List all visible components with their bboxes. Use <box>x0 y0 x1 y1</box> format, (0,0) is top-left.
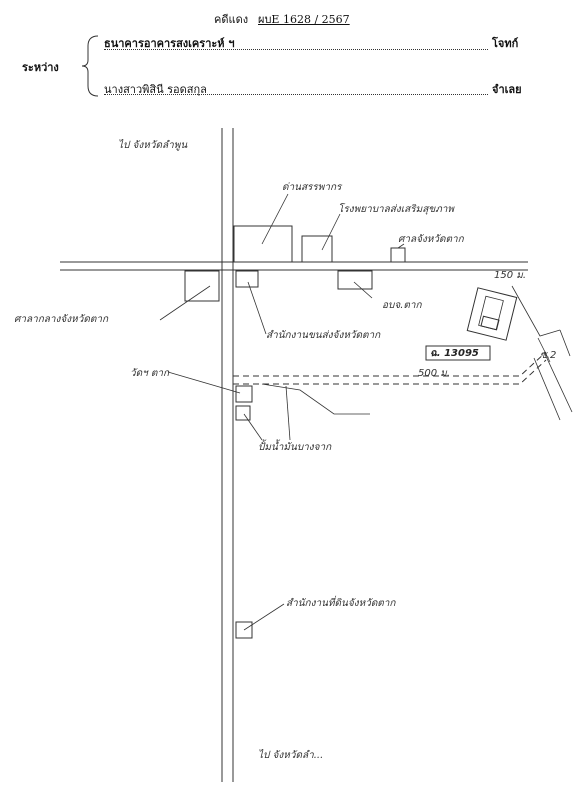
landmark-top-right-1: ด่านสรรพากร <box>282 182 342 193</box>
label-to-upper: ไป จังหวัดลำพูน <box>118 140 188 151</box>
defendant-name: นางสาวพิสินี รอดสกุล <box>104 83 207 96</box>
building-5 <box>235 270 259 288</box>
landmark-office: สำนักงานขนส่งจังหวัดตาก <box>266 330 381 341</box>
building-6 <box>337 270 373 290</box>
plaintiff-role: โจทก์ <box>492 37 519 50</box>
case-number: ผบE 1628 / 2567 <box>258 13 350 26</box>
landmark-temple: วัดฯ ตาก <box>130 368 170 379</box>
parcel-highlight <box>480 315 500 331</box>
plaintiff-line <box>104 49 488 50</box>
building-3 <box>390 247 406 263</box>
case-prefix: คดีแดง <box>214 13 249 26</box>
building-7 <box>235 385 253 403</box>
defendant-line <box>104 94 488 95</box>
defendant-role: จำเลย <box>492 83 522 96</box>
label-to-lower: ไป จังหวัดลำ... <box>258 750 324 761</box>
between-label: ระหว่าง <box>22 61 59 74</box>
landmark-left-hall: ศาลากลางจังหวัดตาก <box>14 314 108 325</box>
distance-label: 500 ม. <box>418 368 451 379</box>
road-tag: ซ.2 <box>540 350 557 361</box>
landmark-lower-office: สำนักงานที่ดินจังหวัดตาก <box>286 598 396 609</box>
landmark-district: อบจ.ตาก <box>382 300 422 311</box>
building-4 <box>184 270 220 302</box>
building-9 <box>235 621 253 639</box>
landmark-water: ปั้มน้ำมันบางจาก <box>258 442 332 453</box>
landmark-municipal: ศาลจังหวัดตาก <box>398 234 464 245</box>
plaintiff-name: ธนาคารอาคารสงเคราะห์ ฯ <box>104 37 235 50</box>
brace <box>81 35 99 97</box>
distance-top: 150 ม. <box>494 270 527 281</box>
parcel-outline <box>466 287 518 341</box>
building-8 <box>235 405 251 421</box>
building-1 <box>233 225 293 263</box>
parcel-label-highlight <box>425 345 491 361</box>
building-2 <box>301 235 333 263</box>
parcel-label: ฉ. 13095 <box>430 348 479 359</box>
landmark-hospital: โรงพยาบาลส่งเสริมสุขภาพ <box>338 204 454 215</box>
